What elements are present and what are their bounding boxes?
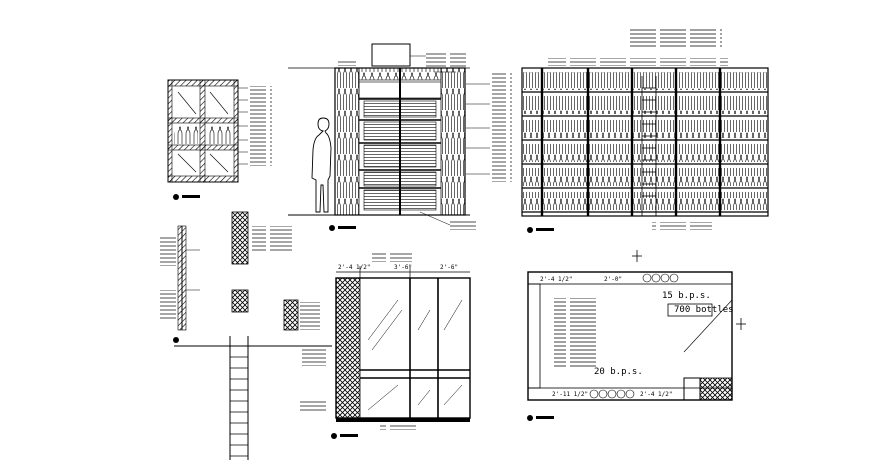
dim-plan-top-right: 2'-0" [604,276,623,283]
profile-details-left [160,211,332,460]
rack-elevation-right [521,28,769,233]
capacity-label: 700 bottles [674,305,734,315]
detail-section-left [167,79,272,200]
front-elevation-center [288,43,512,231]
dim-door-b: 3'-6" [394,264,413,271]
dim-door-c: 2'-6" [440,264,459,271]
plan-view [527,250,746,421]
dim-plan-top-left: 2'-4 1/2" [540,276,573,283]
glass-door-elevation [300,252,471,439]
dim-plan-bottom-right: 2'-4 1/2" [640,391,673,398]
top-count-label: 15 b.p.s. [662,291,711,301]
bottom-count-label: 20 b.p.s. [594,367,643,377]
dim-plan-bottom-left: 2'-11 1/2" [552,391,589,398]
dim-door-a: 2'-4 1/2" [338,264,371,271]
